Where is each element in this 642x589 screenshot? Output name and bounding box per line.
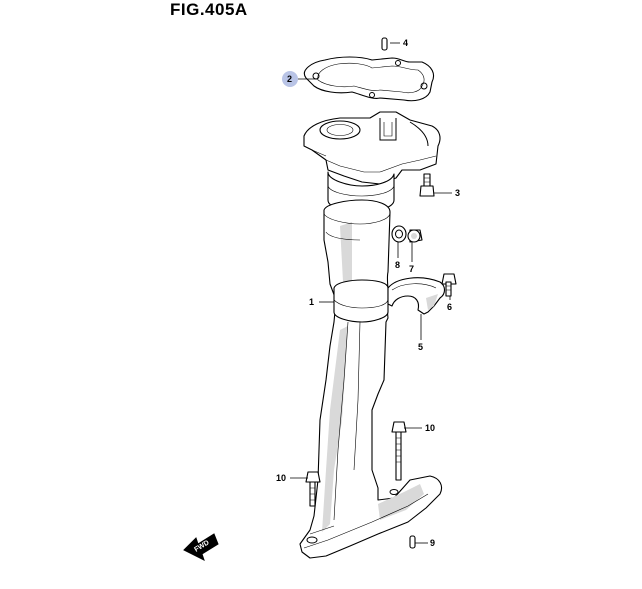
callout-1[interactable]: 1 <box>309 297 314 307</box>
dowel-pin-top[interactable] <box>381 37 388 51</box>
callout-3[interactable]: 3 <box>455 188 460 198</box>
bracket-part-5[interactable] <box>387 277 446 315</box>
bolt-part-10-lower[interactable] <box>305 471 321 507</box>
callout-10-upper[interactable]: 10 <box>425 423 435 433</box>
fwd-direction-badge: FWD <box>183 533 219 561</box>
callout-2[interactable]: 2 <box>287 74 292 84</box>
figure-title: FIG.405A <box>170 0 248 19</box>
dowel-pin-bottom[interactable] <box>409 535 416 549</box>
drive-shaft-housing[interactable] <box>299 111 443 559</box>
plug-screw-part-7[interactable] <box>407 229 423 243</box>
callout-labels: 4 2 3 1 8 7 6 5 10 10 9 <box>276 38 460 548</box>
callout-6[interactable]: 6 <box>447 302 452 312</box>
callout-9[interactable]: 9 <box>430 538 435 548</box>
bolt-part-6[interactable] <box>441 273 457 297</box>
callout-7[interactable]: 7 <box>409 264 414 274</box>
bolt-part-10-upper[interactable] <box>391 421 407 481</box>
leader-lines <box>290 42 452 544</box>
washer-part-8[interactable] <box>391 225 407 243</box>
callout-5[interactable]: 5 <box>418 342 423 352</box>
gasket-part[interactable] <box>304 56 435 102</box>
callout-4[interactable]: 4 <box>403 38 408 48</box>
callout-10-lower[interactable]: 10 <box>276 473 286 483</box>
bolt-part-3[interactable] <box>419 173 435 197</box>
callout-2-highlight <box>282 71 298 87</box>
callout-8[interactable]: 8 <box>395 260 400 270</box>
